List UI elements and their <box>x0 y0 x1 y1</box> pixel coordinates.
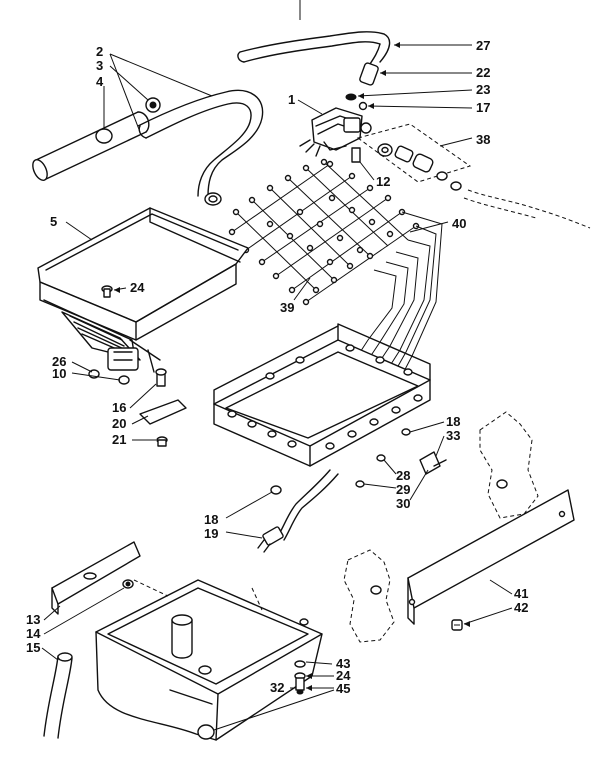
fill-tube <box>237 31 391 65</box>
callout-18-right: 18 <box>446 414 460 429</box>
callout-29: 29 <box>396 482 410 497</box>
screw-42 <box>451 619 463 631</box>
ejector-tube <box>32 97 161 181</box>
water-valve <box>299 107 372 163</box>
callout-2: 2 <box>96 44 103 59</box>
power-cord <box>257 469 339 553</box>
door-panel-right <box>479 411 539 519</box>
callout-30: 30 <box>396 496 410 511</box>
callout-22: 22 <box>476 65 490 80</box>
callout-21: 21 <box>112 432 126 447</box>
drain-hose <box>137 89 264 206</box>
mounting-bar <box>407 489 575 625</box>
valve-kit-box <box>356 123 472 191</box>
callout-15: 15 <box>26 640 40 655</box>
nut-23 <box>345 93 357 101</box>
drain-tube-15 <box>43 652 73 739</box>
callout-1: 1 <box>288 92 295 107</box>
bracket-assembly <box>139 368 187 447</box>
callout-28: 28 <box>396 468 410 483</box>
callout-14: 14 <box>26 626 41 641</box>
washer-17 <box>358 101 368 111</box>
leader-arrowheads <box>114 42 470 691</box>
callout-43: 43 <box>336 656 350 671</box>
callout-12: 12 <box>376 174 390 189</box>
screw-set-bottom <box>294 660 306 695</box>
callout-24-bottom: 24 <box>336 668 351 683</box>
callout-26: 26 <box>52 354 66 369</box>
callout-labels: 2 3 4 5 27 22 23 17 1 38 12 40 39 24 26 … <box>26 38 528 696</box>
supply-line <box>467 189 591 229</box>
callout-45: 45 <box>336 681 350 696</box>
callout-19: 19 <box>204 526 218 541</box>
ice-maker-frame <box>213 323 431 467</box>
supply-line-2 <box>463 197 537 219</box>
callout-20: 20 <box>112 416 126 431</box>
callout-4: 4 <box>96 74 104 89</box>
callout-16: 16 <box>112 400 126 415</box>
callout-23: 23 <box>476 82 490 97</box>
callout-3: 3 <box>96 58 103 73</box>
callout-13: 13 <box>26 612 40 627</box>
callout-27: 27 <box>476 38 490 53</box>
clip-18 <box>401 428 411 436</box>
tube-fitting <box>359 62 379 86</box>
callout-24-top: 24 <box>130 280 145 295</box>
part-10 <box>118 375 130 385</box>
side-bracket <box>51 541 141 615</box>
callout-39: 39 <box>280 300 294 315</box>
callout-33: 33 <box>446 428 460 443</box>
ice-bin <box>95 579 323 741</box>
screw-24-top <box>101 285 113 298</box>
door-panel-center <box>343 549 395 643</box>
callout-40: 40 <box>452 216 466 231</box>
leader-lines <box>41 44 513 731</box>
callout-38: 38 <box>476 132 490 147</box>
clip-29 <box>355 480 365 488</box>
callout-17: 17 <box>476 100 490 115</box>
callout-18-left: 18 <box>204 512 218 527</box>
clip-28 <box>376 454 386 462</box>
bracket-33 <box>419 451 447 475</box>
callout-32: 32 <box>270 680 284 695</box>
ice-tray <box>37 207 249 373</box>
callout-10: 10 <box>52 366 66 381</box>
callout-41: 41 <box>514 586 528 601</box>
callout-5: 5 <box>50 214 57 229</box>
callout-42: 42 <box>514 600 528 615</box>
